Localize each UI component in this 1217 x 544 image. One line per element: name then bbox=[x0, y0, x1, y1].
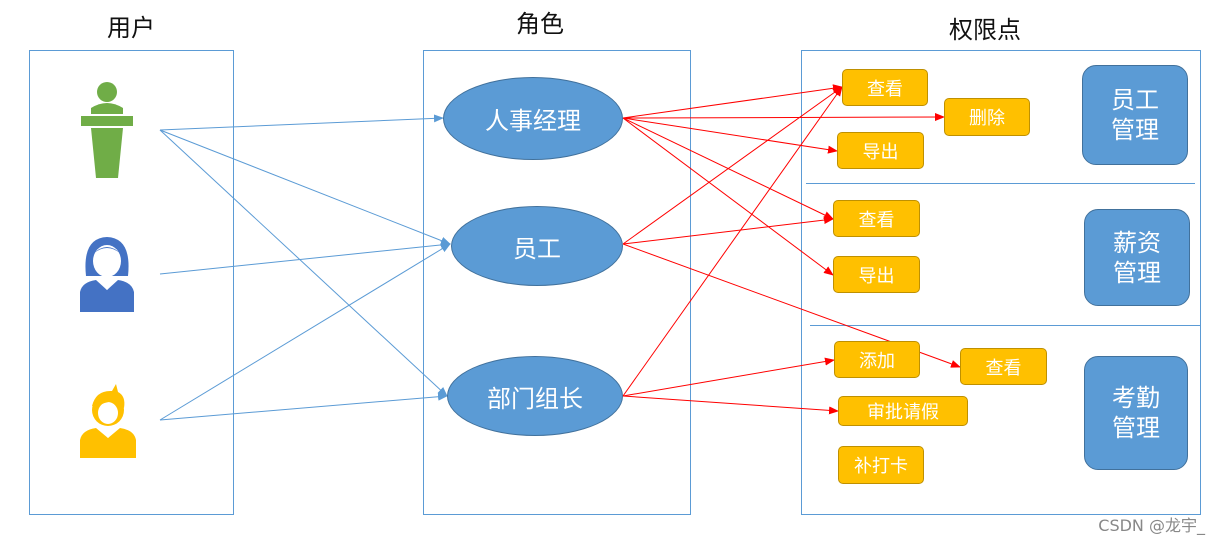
link-user2-employee bbox=[159, 240, 451, 275]
woman-user-icon bbox=[78, 234, 136, 312]
podium-speaker-icon bbox=[78, 80, 136, 180]
permissions-divider-2 bbox=[810, 325, 1200, 326]
link-user1-team-lead bbox=[159, 129, 448, 397]
role-hr-manager: 人事经理 bbox=[443, 77, 623, 160]
man-user-icon bbox=[78, 382, 138, 458]
perm-employee-view: 查看 bbox=[842, 69, 928, 106]
module-label-line1: 薪资 bbox=[1113, 228, 1161, 257]
module-label-line2: 管理 bbox=[1112, 414, 1160, 442]
perm-employee-export: 导出 bbox=[837, 132, 924, 169]
role-team-lead: 部门组长 bbox=[447, 356, 623, 436]
roles-column-title: 角色 bbox=[516, 10, 564, 38]
perm-attendance-punch: 补打卡 bbox=[838, 446, 924, 484]
link-hr-emp-delete bbox=[622, 113, 945, 122]
module-employee-management: 员工 管理 bbox=[1082, 65, 1188, 165]
link-lead-attendance-approve bbox=[622, 395, 839, 415]
module-label-line1: 员工 bbox=[1111, 86, 1159, 114]
link-hr-emp-export bbox=[622, 117, 838, 154]
link-employee-salary-view bbox=[622, 216, 834, 245]
perm-employee-delete: 删除 bbox=[944, 98, 1030, 136]
watermark: CSDN @龙宇_ bbox=[1098, 516, 1205, 535]
module-salary-management: 薪资 管理 bbox=[1084, 209, 1190, 306]
perm-salary-export: 导出 bbox=[833, 256, 920, 293]
link-user1-employee bbox=[159, 129, 451, 245]
perm-salary-view: 查看 bbox=[833, 200, 920, 237]
link-hr-salary-export bbox=[622, 117, 834, 276]
module-label-line2: 管理 bbox=[1113, 258, 1161, 287]
link-lead-attendance-add bbox=[622, 357, 835, 397]
link-lead-emp-view bbox=[622, 86, 843, 397]
link-user3-team-lead bbox=[159, 392, 448, 421]
perm-attendance-view: 查看 bbox=[960, 348, 1047, 385]
module-label-line1: 考勤 bbox=[1112, 384, 1160, 412]
module-attendance-management: 考勤 管理 bbox=[1084, 356, 1188, 470]
module-label-line2: 管理 bbox=[1111, 116, 1159, 144]
perm-attendance-add: 添加 bbox=[834, 341, 920, 378]
link-employee-emp-view bbox=[622, 86, 843, 245]
perm-attendance-approve-leave: 审批请假 bbox=[838, 396, 968, 426]
users-column-title: 用户 bbox=[107, 14, 155, 42]
link-hr-emp-view bbox=[622, 84, 843, 119]
role-employee: 员工 bbox=[451, 206, 623, 286]
link-user3-employee bbox=[159, 243, 451, 421]
link-user1-hr-manager bbox=[159, 114, 444, 131]
permissions-divider-1 bbox=[806, 183, 1195, 184]
permissions-column-title: 权限点 bbox=[949, 16, 1021, 44]
